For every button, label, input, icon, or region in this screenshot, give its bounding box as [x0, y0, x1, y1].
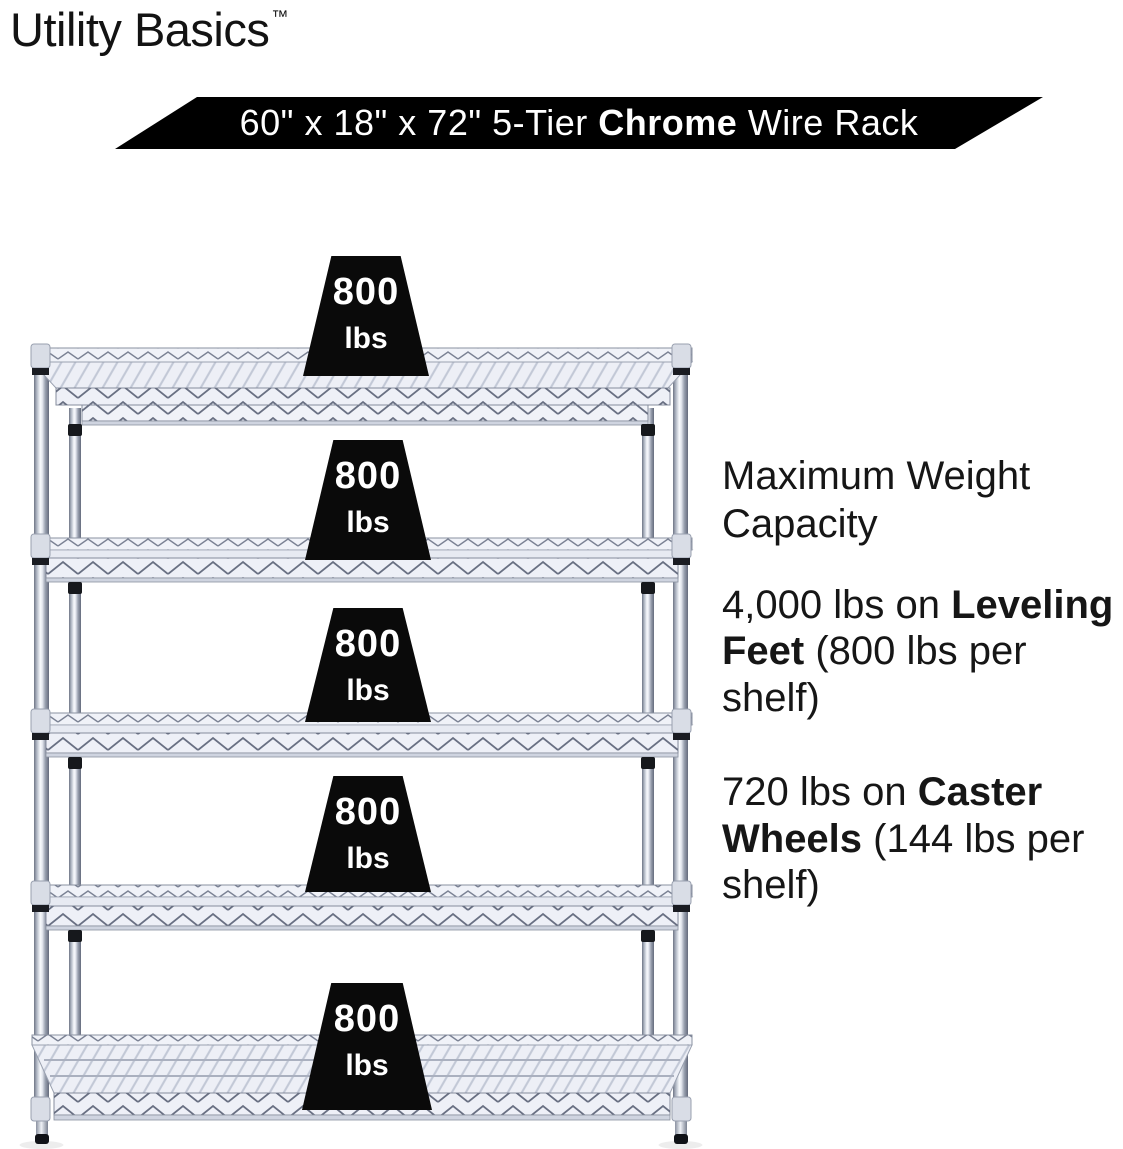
caster-line2-bold: Wheels: [722, 816, 863, 861]
weight-unit: lbs: [345, 1049, 389, 1082]
product-title-banner: 60" x 18" x 72" 5-Tier Chrome Wire Rack: [115, 97, 1043, 149]
shelf-4: [30, 880, 694, 942]
banner-text-bold: Chrome: [598, 102, 738, 143]
caster-line1-regular: 720 lbs on: [722, 770, 918, 815]
weight-unit: lbs: [344, 322, 388, 355]
weight-value: 800: [334, 623, 402, 665]
banner-text-prefix: 60" x 18" x 72" 5-Tier: [239, 102, 599, 143]
brand-name: Utility Basics: [10, 3, 270, 56]
leveling-line1-bold: Leveling: [951, 583, 1114, 627]
weight-value: 800: [334, 455, 402, 497]
weight-value: 800: [332, 271, 400, 313]
leveling-line1-regular: 4,000 lbs on: [722, 583, 952, 627]
trademark-symbol: ™: [271, 7, 289, 26]
caster-line3-regular: shelf): [722, 862, 820, 907]
weight-unit: lbs: [346, 842, 390, 875]
leveling-line3-regular: shelf): [722, 675, 820, 720]
weight-unit: lbs: [346, 506, 390, 539]
banner-text-suffix: Wire Rack: [737, 102, 919, 143]
weight-value: 800: [334, 791, 402, 833]
weight-value: 800: [333, 998, 401, 1040]
weight-unit: lbs: [346, 674, 390, 707]
leveling-line2-bold: Feet: [722, 629, 805, 674]
capacity-heading: Maximum Weight Capacity: [722, 452, 1123, 548]
leveling-feet-capacity-text: 4,000 lbs on Leveling Feet (800 lbs per …: [722, 582, 1123, 721]
capacity-heading-line1: Maximum Weight: [722, 454, 1031, 498]
capacity-heading-line2: Capacity: [722, 502, 878, 546]
caster-line2-regular: (144 lbs per: [862, 816, 1085, 861]
caster-line1-bold: Caster: [917, 770, 1043, 815]
leveling-line2-regular: (800 lbs per: [804, 629, 1027, 674]
capacity-info: Maximum Weight Capacity 4,000 lbs on Lev…: [722, 452, 1123, 956]
shelf-2: [30, 533, 694, 594]
caster-wheels-capacity-text: 720 lbs on Caster Wheels (144 lbs per sh…: [722, 769, 1123, 908]
